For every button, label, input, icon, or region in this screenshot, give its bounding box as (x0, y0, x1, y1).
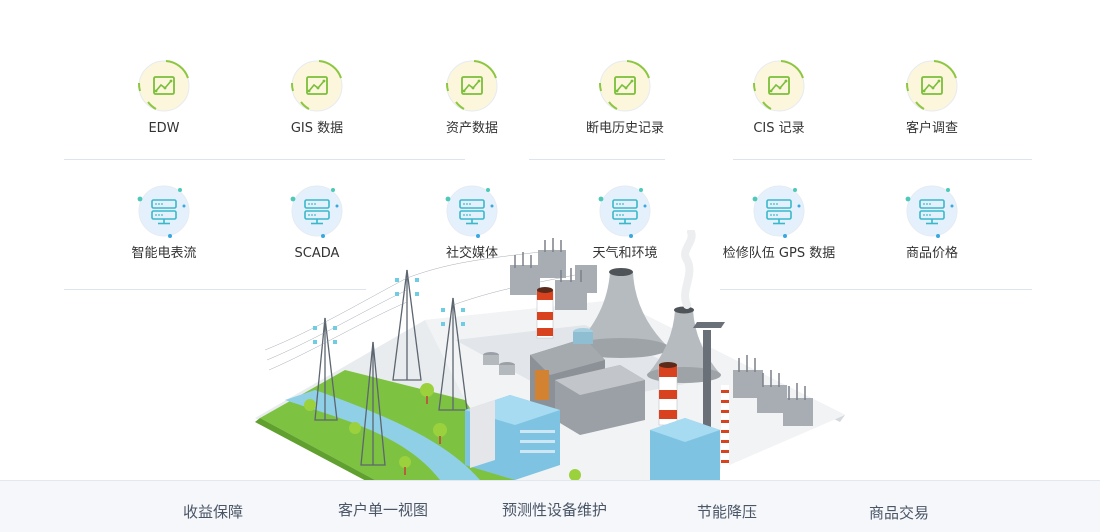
server-monitor-icon (444, 183, 500, 239)
server-monitor-icon (904, 183, 960, 239)
source-item-commodity-price[interactable]: 商品价格 (862, 183, 1002, 262)
server-monitor-icon (289, 183, 345, 239)
line-chart-icon (289, 58, 345, 114)
source-item-crew-gps[interactable]: 检修队伍 GPS 数据 (709, 183, 849, 262)
source-item-weather[interactable]: 天气和环境 (555, 183, 695, 262)
source-item-customer-survey[interactable]: 客户调查 (862, 58, 1002, 137)
line-chart-icon (751, 58, 807, 114)
source-item-edw[interactable]: EDW (94, 58, 234, 137)
source-label: CIS 记录 (753, 121, 805, 136)
source-label: 社交媒体 (445, 246, 498, 261)
line-chart-icon (136, 58, 192, 114)
line-chart-icon (444, 58, 500, 114)
source-label: 天气和环境 (592, 246, 658, 261)
server-monitor-icon (597, 183, 653, 239)
source-item-cis-records[interactable]: CIS 记录 (709, 58, 849, 137)
source-label: 资产数据 (445, 121, 498, 136)
footer-item-commodity-trading[interactable]: 商品交易 (869, 504, 930, 522)
footer-item-conservation-voltage-reduction[interactable]: 节能降压 (697, 503, 758, 521)
source-label: GIS 数据 (290, 121, 344, 136)
divider (733, 159, 1032, 160)
source-label: EDW (148, 121, 180, 136)
divider (529, 159, 665, 160)
line-chart-icon (904, 58, 960, 114)
source-label: 商品价格 (905, 246, 958, 261)
source-item-outage-history[interactable]: 断电历史记录 (555, 58, 695, 137)
divider (64, 289, 366, 290)
footer-item-customer-single-view[interactable]: 客户单一视图 (338, 501, 429, 519)
footer-item-predictive-maintenance[interactable]: 预测性设备维护 (502, 501, 608, 519)
source-item-scada[interactable]: SCADA (247, 183, 387, 262)
source-item-gis[interactable]: GIS 数据 (247, 58, 387, 137)
server-monitor-icon (751, 183, 807, 239)
footer-item-revenue-assurance[interactable]: 收益保障 (183, 503, 244, 521)
source-label: 智能电表流 (131, 246, 197, 261)
source-label: 客户调查 (905, 121, 958, 136)
source-item-social-media[interactable]: 社交媒体 (402, 183, 542, 262)
source-label: 检修队伍 GPS 数据 (722, 246, 836, 261)
source-label: 断电历史记录 (585, 121, 664, 136)
source-item-asset-data[interactable]: 资产数据 (402, 58, 542, 137)
solutions-footer: 收益保障 客户单一视图 预测性设备维护 节能降压 商品交易 (0, 480, 1100, 532)
divider (64, 159, 465, 160)
line-chart-icon (597, 58, 653, 114)
source-item-smart-meter[interactable]: 智能电表流 (94, 183, 234, 262)
server-monitor-icon (136, 183, 192, 239)
divider (720, 289, 1032, 290)
power-plant-illustration (255, 228, 855, 483)
source-label: SCADA (294, 246, 340, 261)
